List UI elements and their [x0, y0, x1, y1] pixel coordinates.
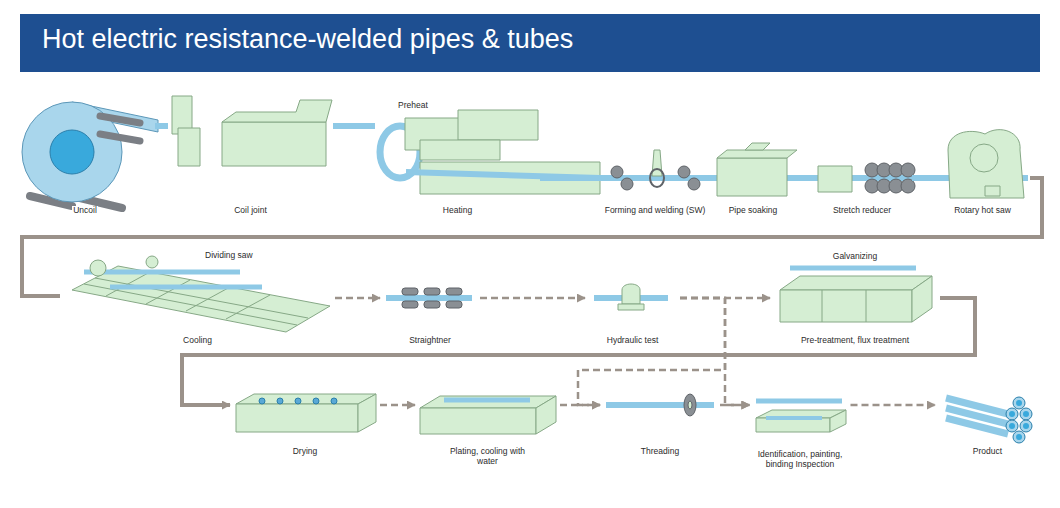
flow-arrow: [22, 178, 1042, 296]
process-station: Hydraulic test: [585, 270, 680, 346]
station-label: Forming and welding (SW): [604, 206, 707, 216]
process-station: Threading: [600, 385, 720, 457]
station-label: Pipe soaking: [728, 206, 779, 216]
station-label: Pre-treatment, flux treatment: [800, 336, 910, 346]
flow-arrow: [720, 404, 750, 407]
title-bar: [20, 14, 1040, 72]
process-station: Drying: [230, 385, 380, 457]
station-label: Coil joint: [233, 206, 268, 216]
station-label: Identification, painting, binding Inspec…: [752, 450, 849, 470]
flow-arrow: [335, 297, 380, 300]
plating-bath: [420, 396, 556, 434]
process-station: Plating, cooling with water: [415, 385, 560, 467]
flow-arrow: [380, 404, 415, 407]
station-label: Stretch reducer: [832, 206, 892, 216]
soaking-furnace: [717, 143, 797, 196]
rotary-saw-figure: [948, 130, 1024, 198]
station-label: Galvanizing: [832, 252, 878, 262]
strip-connector: [912, 175, 935, 181]
uncoil-figure: [22, 102, 158, 208]
station-note: Dividing saw: [205, 250, 253, 260]
heating-figure: [380, 110, 600, 194]
product-bundle: [946, 397, 1032, 443]
station-label: Product: [972, 447, 1003, 457]
identification-table: [756, 401, 846, 432]
strip-connector: [333, 123, 375, 129]
diagram-title: Hot electric resistance-welded pipes & t…: [42, 24, 573, 55]
drying-oven: [236, 394, 376, 432]
threading-figure: [606, 394, 714, 416]
galvanizing-baths: [780, 268, 932, 322]
process-station: Uncoil: [15, 92, 155, 216]
station-label: Straightner: [408, 336, 452, 346]
strip-connector: [155, 123, 168, 129]
station-label: Threading: [640, 447, 680, 457]
process-station: Product: [935, 380, 1040, 457]
station-label: Drying: [292, 447, 319, 457]
process-station: Forming and welding (SW): [602, 92, 709, 216]
strip-connector: [794, 175, 812, 181]
process-station: Stretch reducer: [812, 92, 912, 216]
station-label: Heating: [442, 206, 473, 216]
stretch-reducer-figure: [818, 163, 915, 193]
process-station: Pipe soaking: [712, 92, 794, 216]
flow-arrow: [851, 404, 936, 407]
strip-connector: [540, 175, 602, 181]
flow-arrow: [578, 298, 725, 405]
process-station: GalvanizingPre-treatment, flux treatment: [770, 252, 940, 346]
straightner-figure: [386, 288, 472, 308]
process-station: Rotary hot saw: [935, 92, 1030, 216]
process-station: Coil joint: [168, 92, 333, 216]
station-label: Hydraulic test: [606, 336, 660, 346]
flow-arrow: [480, 297, 585, 300]
flow-arrow: [560, 404, 600, 407]
station-label: Cooling: [182, 336, 213, 346]
process-station: Straightner: [380, 270, 480, 346]
process-station: Heating: [375, 92, 540, 216]
station-note: Preheat: [398, 100, 428, 110]
coil-joint-figure: [172, 96, 332, 166]
forming-rolls: [611, 150, 700, 190]
process-station: Identification, painting, binding Inspec…: [750, 385, 851, 470]
station-label: Rotary hot saw: [953, 206, 1012, 216]
process-station: Cooling: [60, 248, 335, 346]
station-label: Plating, cooling with water: [447, 447, 529, 467]
cooling-bed: [72, 256, 330, 332]
hydraulic-test-figure: [594, 284, 668, 310]
station-label: Uncoil: [72, 206, 98, 216]
flow-arrow: [680, 298, 750, 405]
machines: [22, 96, 1032, 443]
flow-arrow: [182, 298, 975, 405]
strip-connector: [708, 175, 712, 181]
